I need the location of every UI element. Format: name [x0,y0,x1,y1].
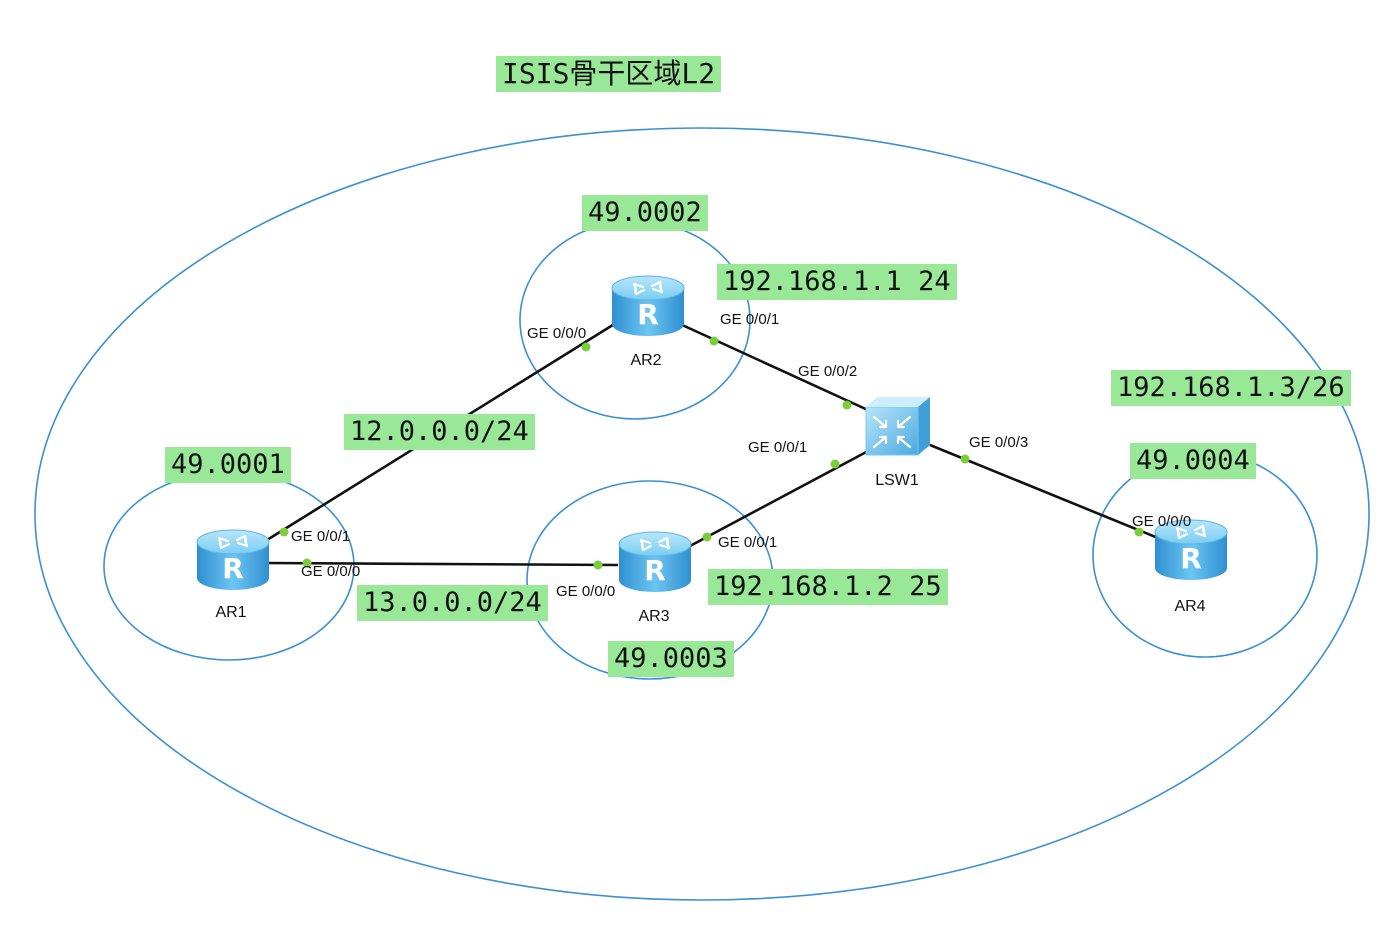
area-label-ar3: 49.0003 [608,641,734,677]
port-label: GE 0/0/1 [720,311,779,328]
area-label-ar1: 49.0001 [165,447,291,483]
port-dot [842,400,852,410]
port-label: GE 0/0/0 [527,325,586,342]
port-label: GE 0/0/1 [291,528,350,545]
node-label-ar3: AR3 [638,608,669,625]
node-label-ar1: AR1 [215,604,246,621]
node-label-ar4: AR4 [1174,598,1205,615]
port-label: GE 0/0/2 [798,363,857,380]
port-dot [702,532,712,542]
link-ar1-ar3 [267,561,619,567]
diagram-title: ISIS骨干区域L2 [496,56,722,92]
network-label-ar1-ar3: 13.0.0.0/24 [357,585,548,621]
port-label: GE 0/0/3 [969,434,1028,451]
node-label-lsw1: LSW1 [875,472,919,489]
port-label: GE 0/0/0 [556,583,615,600]
port-dot [709,336,719,346]
area-label-ar4: 49.0004 [1130,443,1256,479]
router-icon[interactable] [617,530,693,594]
port-dot [581,342,591,352]
port-label: GE 0/0/1 [718,534,777,551]
link-ar3-lsw1 [689,448,871,548]
port-label: GE 0/0/1 [748,439,807,456]
network-label-ar3-sw: 192.168.1.2 25 [708,569,948,605]
port-label: GE 0/0/0 [1132,513,1191,530]
network-label-ar2-sw: 192.168.1.1 24 [717,264,957,300]
network-label-ar4-sw: 192.168.1.3/26 [1111,370,1351,406]
network-label-ar1-ar2: 12.0.0.0/24 [344,414,535,450]
port-dot [593,560,603,570]
router-icon[interactable] [610,274,686,338]
area-label-ar2: 49.0002 [582,195,708,231]
switch-icon[interactable] [865,397,930,456]
port-dot [302,558,312,568]
node-label-ar2: AR2 [630,352,661,369]
backbone-area-outline [34,127,1370,901]
port-dot [830,459,840,469]
port-dot [1134,527,1144,537]
port-dot [279,527,289,537]
port-label: GE 0/0/0 [301,563,360,580]
router-icon[interactable] [195,528,271,592]
port-dot [960,454,970,464]
